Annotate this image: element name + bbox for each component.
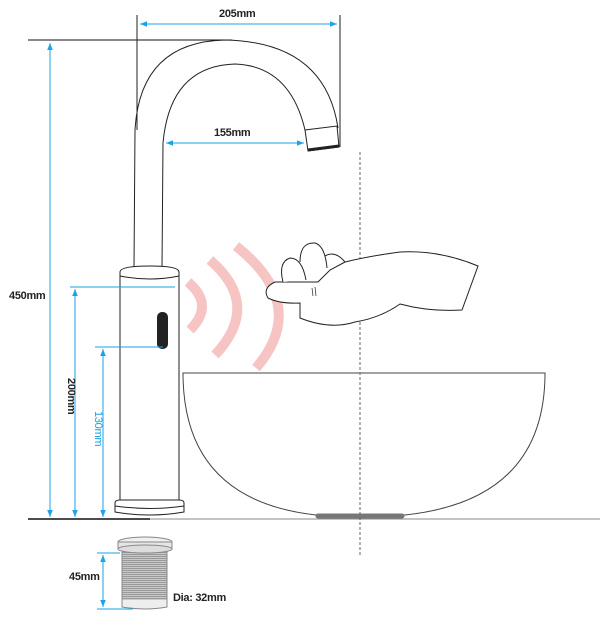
dim-130mm-label: 130mm bbox=[92, 411, 104, 447]
dim-205mm-label: 205mm bbox=[219, 8, 256, 20]
dim-45mm-label: 45mm bbox=[69, 571, 100, 583]
dim-450mm-label: 450mm bbox=[9, 290, 46, 302]
dim-155mm-label: 155mm bbox=[214, 127, 251, 139]
sensor-wave-icon bbox=[184, 242, 284, 372]
dim-200mm-label: 200mm bbox=[65, 378, 77, 415]
drain-pipe bbox=[117, 536, 173, 610]
drain-diameter-label: Dia: 32mm bbox=[173, 592, 226, 604]
sensor-window bbox=[157, 312, 168, 349]
extension-lines bbox=[136, 15, 341, 147]
dimension-lines bbox=[47, 21, 337, 610]
basin bbox=[182, 372, 546, 516]
hand bbox=[265, 242, 479, 326]
